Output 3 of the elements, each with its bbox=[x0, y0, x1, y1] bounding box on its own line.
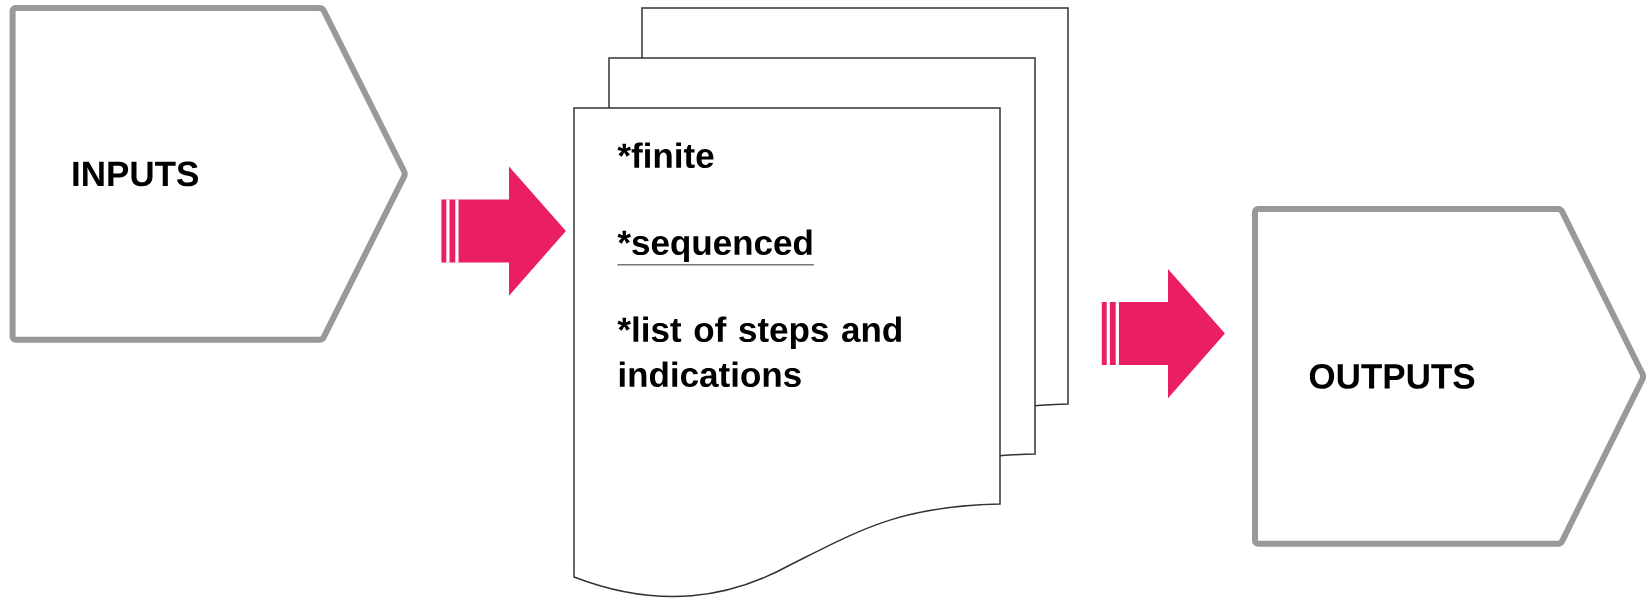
document-stack: *finite *sequenced *list of steps and indications bbox=[573, 7, 1069, 598]
pentagon-box: OUTPUTS bbox=[1252, 206, 1646, 547]
pentagon-box: INPUTS bbox=[9, 5, 408, 343]
